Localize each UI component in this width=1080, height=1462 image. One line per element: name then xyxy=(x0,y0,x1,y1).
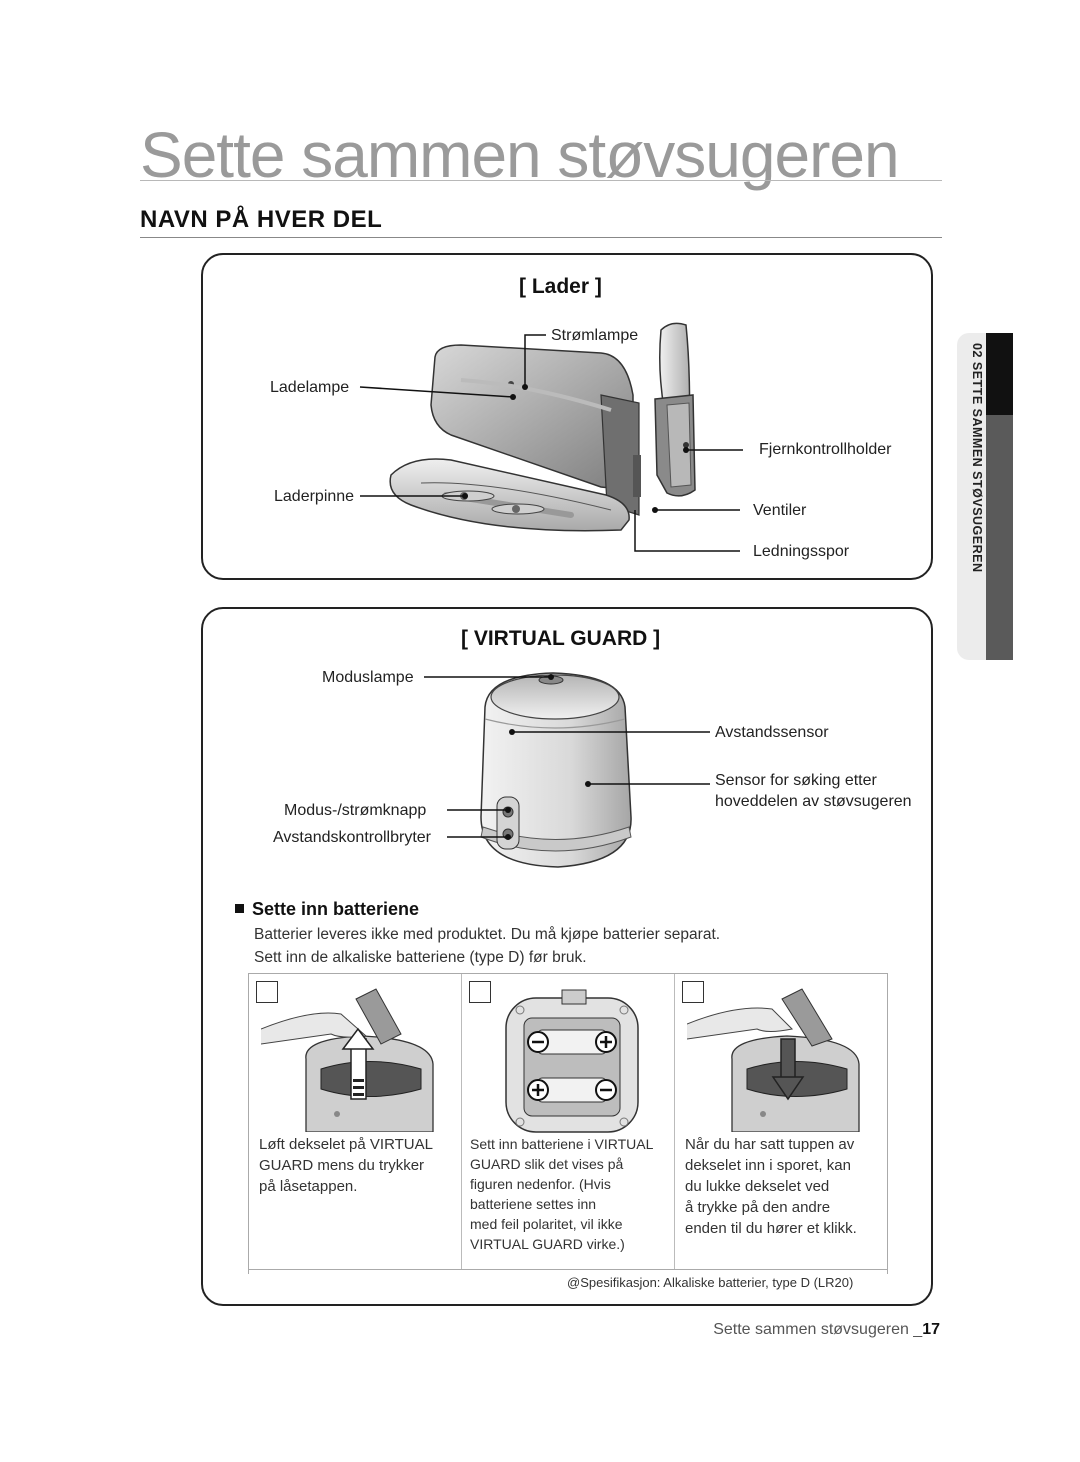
charger-panel: [ Lader ] xyxy=(201,253,933,580)
batteries-heading: Sette inn batteriene xyxy=(235,899,419,920)
label-remote-holder: Fjernkontrollholder xyxy=(759,441,892,458)
label-distance-sensor: Avstandssensor xyxy=(715,724,829,741)
page-number: 17 xyxy=(922,1321,940,1338)
page-footer: Sette sammen støvsugeren _17 xyxy=(713,1321,940,1339)
page-title: Sette sammen støvsugeren xyxy=(140,119,900,191)
spec-note-icon: @ xyxy=(567,1275,581,1290)
battery-polarity-illustration xyxy=(505,989,639,1133)
charger-illustration xyxy=(389,322,696,532)
label-mode-lamp: Moduslampe xyxy=(322,669,414,686)
chapter-side-tab: 02 SETTE SAMMEN STØVSUGEREN xyxy=(957,333,1013,660)
step-1: Løft dekselet på VIRTUAL GUARD mens du t… xyxy=(249,974,462,1270)
label-search-sensor-2: hoveddelen av støvsugeren xyxy=(715,793,912,810)
batteries-heading-text: Sette inn batteriene xyxy=(252,899,420,919)
label-power-lamp: Strømlampe xyxy=(551,327,639,344)
step-3-text: Når du har satt tuppen av dekselet inn i… xyxy=(685,1136,857,1237)
guard-callout-lines xyxy=(424,674,710,840)
chapter-side-tab-label: 02 SETTE SAMMEN STØVSUGEREN xyxy=(970,343,984,573)
step-1-text: Løft dekselet på VIRTUAL GUARD mens du t… xyxy=(259,1136,433,1195)
step-2-text: Sett inn batteriene i VIRTUAL GUARD slik… xyxy=(470,1136,654,1252)
step-number-box xyxy=(682,981,704,1003)
batteries-intro-2: Sett inn de alkaliske batteriene (type D… xyxy=(254,949,587,966)
charger-title: [ Lader ] xyxy=(519,275,602,298)
footer-text: Sette sammen støvsugeren _ xyxy=(713,1321,923,1338)
label-cord-track: Ledningsspor xyxy=(753,543,850,560)
section-title: NAVN PÅ HVER DEL xyxy=(140,206,383,233)
label-distance-switch: Avstandskontrollbryter xyxy=(273,829,431,846)
label-charge-pin: Laderpinne xyxy=(274,488,355,505)
label-vents: Ventiler xyxy=(753,502,807,519)
label-search-sensor-1: Sensor for søking etter xyxy=(715,772,877,789)
spec-note: @Spesifikasjon: Alkaliske batterier, typ… xyxy=(567,1275,853,1290)
step-number-box xyxy=(256,981,278,1003)
close-cover-illustration xyxy=(687,988,860,1132)
virtual-guard-illustration xyxy=(480,672,632,868)
step-3: Når du har satt tuppen av dekselet inn i… xyxy=(675,974,887,1270)
steps-table-bottom-rule xyxy=(248,1269,888,1270)
step-number-box xyxy=(469,981,491,1003)
charger-callout-lines xyxy=(359,334,743,552)
label-charge-lamp: Ladelampe xyxy=(270,379,350,396)
open-cover-illustration xyxy=(261,988,434,1132)
batteries-intro-1: Batterier leveres ikke med produktet. Du… xyxy=(254,926,721,943)
battery-steps-table: Løft dekselet på VIRTUAL GUARD mens du t… xyxy=(248,973,888,1274)
virtual-guard-title: [ VIRTUAL GUARD ] xyxy=(461,627,661,650)
section-divider xyxy=(140,237,942,238)
spec-note-text: Spesifikasjon: Alkaliske batterier, type… xyxy=(580,1275,854,1290)
square-bullet-icon xyxy=(235,904,244,913)
step-2: Sett inn batteriene i VIRTUAL GUARD slik… xyxy=(462,974,675,1270)
virtual-guard-panel: [ VIRTUAL GUARD ] xyxy=(201,607,933,1306)
label-mode-power-button: Modus-/strømknapp xyxy=(284,802,427,819)
title-divider xyxy=(140,180,942,181)
